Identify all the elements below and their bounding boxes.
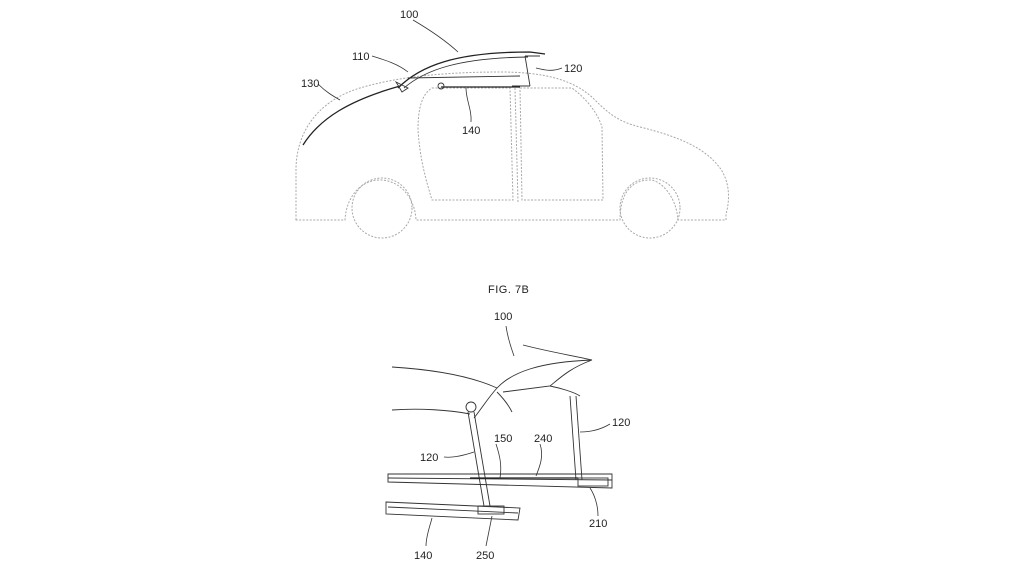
roof-panel-100 <box>397 51 546 89</box>
top-leaders <box>317 19 563 123</box>
front-panel-110 <box>394 80 409 93</box>
leader-210 <box>589 487 599 517</box>
window-edge-130 <box>302 85 401 146</box>
carriage-250 <box>477 505 505 515</box>
leader-100-top <box>412 19 459 53</box>
car-side-view <box>295 51 729 239</box>
rail-knob <box>437 82 445 90</box>
leader-140-top <box>465 87 472 123</box>
label-110: 110 <box>352 51 370 63</box>
lower-rail-inner <box>387 506 519 514</box>
label-100-top: 100 <box>400 9 418 21</box>
upper-rail-240 <box>387 473 613 489</box>
mechanism-detail <box>385 344 613 521</box>
label-120-top: 120 <box>564 63 582 75</box>
rear-panel-120 <box>512 55 540 87</box>
leader-140-bottom <box>425 517 433 547</box>
label-130: 130 <box>301 78 319 90</box>
roof-outline <box>391 359 593 393</box>
label-120-right: 120 <box>612 417 630 429</box>
roof-left-panel <box>473 387 498 419</box>
leader-240 <box>535 443 543 477</box>
front-door <box>519 87 604 201</box>
lower-rail-140 <box>385 501 521 521</box>
strut-left-120 <box>467 411 491 507</box>
label-210: 210 <box>589 518 607 530</box>
roof-top-edge <box>522 344 593 361</box>
car-body-outline <box>295 71 729 221</box>
figure-caption: FIG. 7B <box>488 284 529 296</box>
label-100-bottom: 100 <box>494 311 512 323</box>
leader-120-top <box>535 67 563 71</box>
label-140-top: 140 <box>462 125 480 137</box>
front-wheel <box>619 177 681 239</box>
upper-rail-inner <box>387 477 613 481</box>
leader-150 <box>495 443 502 479</box>
strut-right-120 <box>569 395 583 481</box>
leader-100-bottom <box>505 325 515 357</box>
leader-120-left <box>443 451 475 458</box>
b-pillar <box>514 87 519 203</box>
roof-back-edge <box>391 408 471 415</box>
leader-250 <box>485 515 493 547</box>
rear-door <box>417 87 514 201</box>
leader-130 <box>317 83 341 101</box>
roof-right-panel <box>549 385 581 397</box>
label-150: 150 <box>494 433 512 445</box>
label-140-bottom: 140 <box>414 550 432 562</box>
leader-110 <box>371 55 409 73</box>
roof-panel-inner <box>403 56 529 89</box>
bottom-leaders <box>425 325 611 547</box>
leader-120-right <box>579 423 611 433</box>
label-120-left: 120 <box>420 452 438 464</box>
carriage-210 <box>577 477 609 487</box>
rear-wheel <box>351 177 413 239</box>
rail-edge <box>407 75 521 79</box>
label-250: 250 <box>476 550 494 562</box>
roof-mid-edge <box>496 391 513 413</box>
label-240: 240 <box>534 433 552 445</box>
strut-left-knob <box>465 401 477 413</box>
